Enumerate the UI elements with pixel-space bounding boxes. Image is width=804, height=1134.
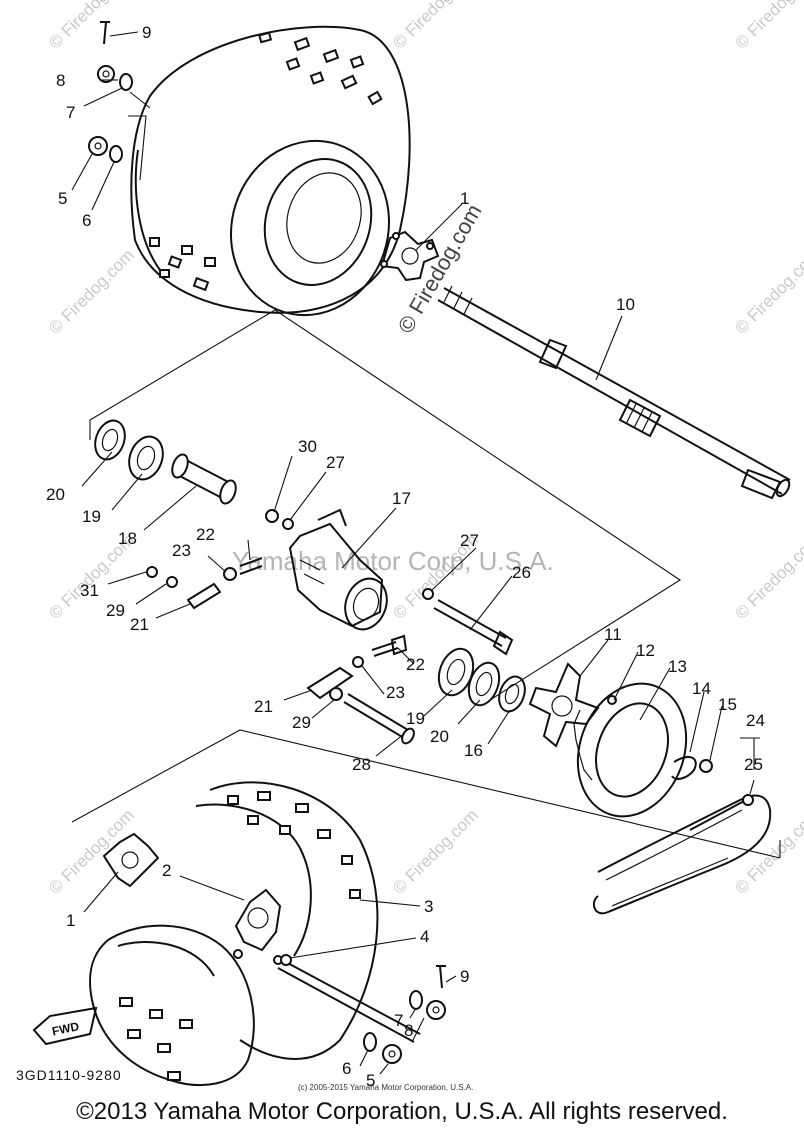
right-bearings	[437, 647, 526, 713]
callout-9: 9	[142, 23, 151, 42]
leader-lines	[71, 31, 755, 1075]
callout-15: 15	[718, 695, 737, 714]
assembly-outline	[89, 309, 682, 701]
callout-23: 23	[172, 541, 191, 560]
callout-16: 16	[464, 741, 483, 760]
hub-1-top	[380, 230, 440, 282]
callout-24: 24	[746, 711, 765, 730]
watermark: © Firedog.com	[45, 245, 137, 337]
callout-20: 20	[430, 727, 449, 746]
callout-28: 28	[352, 755, 371, 774]
callout-31: 31	[80, 581, 99, 600]
callout-8: 8	[56, 71, 65, 90]
forward-arrow-label: FWD	[51, 1019, 81, 1038]
drive-chain	[592, 737, 772, 915]
small-copyright: (c) 2005-2015 Yamaha Motor Corporation, …	[298, 1083, 473, 1092]
callout-18: 18	[118, 529, 137, 548]
watermark: © Firedog.com	[45, 805, 137, 897]
upper-wheel	[130, 25, 411, 317]
rear-axle	[437, 285, 791, 500]
callout-1: 1	[460, 189, 469, 208]
sprocket-assembly	[528, 662, 713, 818]
callout-20: 20	[46, 485, 65, 504]
callout-13: 13	[668, 657, 687, 676]
footer-copyright: ©2013 Yamaha Motor Corporation, U.S.A. A…	[76, 1098, 728, 1125]
callout-6: 6	[342, 1059, 351, 1078]
callout-14: 14	[692, 679, 711, 698]
callout-1: 1	[66, 911, 75, 930]
callout-17: 17	[392, 489, 411, 508]
callout-25: 25	[744, 755, 763, 774]
callout-10: 10	[616, 295, 635, 314]
callout-22: 22	[196, 525, 215, 544]
callout-21: 21	[254, 697, 273, 716]
watermark: © Firedog.com	[731, 0, 804, 53]
callout-12: 12	[636, 641, 655, 660]
callout-4: 4	[420, 927, 429, 946]
callout-8: 8	[404, 1021, 413, 1040]
watermark-layer: © Firedog.com © Firedog.com © Firedog.co…	[45, 0, 804, 898]
callout-7: 7	[66, 103, 75, 122]
watermark: © Firedog.com	[731, 245, 804, 337]
callout-21: 21	[130, 615, 149, 634]
callout-29: 29	[106, 601, 125, 620]
callout-19: 19	[406, 709, 425, 728]
watermark: © Firedog.com	[731, 530, 804, 622]
callout-5: 5	[58, 189, 67, 208]
callout-labels: 9 8 7 5 6 1 10 30 27 17 20 19 18 22 23 2…	[46, 23, 765, 1090]
callout-22: 22	[406, 655, 425, 674]
top-left-hardware	[88, 21, 133, 163]
left-bearings	[94, 419, 237, 505]
callout-23: 23	[386, 683, 405, 702]
callout-5: 5	[366, 1071, 375, 1090]
callout-27: 27	[326, 453, 345, 472]
callout-3: 3	[424, 897, 433, 916]
callout-11: 11	[604, 625, 622, 644]
callout-6: 6	[82, 211, 91, 230]
watermark: © Firedog.com	[389, 805, 481, 897]
watermark: © Firedog.com	[389, 0, 481, 53]
callout-27: 27	[460, 531, 479, 550]
callout-2: 2	[162, 861, 171, 880]
callout-26: 26	[512, 563, 531, 582]
watermark: © Firedog.com	[45, 0, 137, 53]
callout-9: 9	[460, 967, 469, 986]
callout-29: 29	[292, 713, 311, 732]
bottom-hardware	[277, 954, 446, 1064]
lower-outline	[71, 729, 781, 859]
forward-arrow-badge: FWD	[32, 1006, 98, 1046]
watermark: © Firedog.com	[731, 805, 804, 897]
hub-1-bottom	[102, 832, 160, 888]
mid-hardware	[146, 509, 514, 745]
watermark-corp: Yamaha Motor Corp, U.S.A.	[232, 546, 554, 576]
diagram-code: 3GD1110-9280	[16, 1067, 122, 1083]
lower-wheel	[88, 781, 379, 1087]
callout-19: 19	[82, 507, 101, 526]
axle-housing-17	[288, 508, 388, 631]
callout-30: 30	[298, 437, 317, 456]
callout-7: 7	[394, 1011, 403, 1030]
watermark-large: © Firedog.com	[393, 200, 487, 338]
